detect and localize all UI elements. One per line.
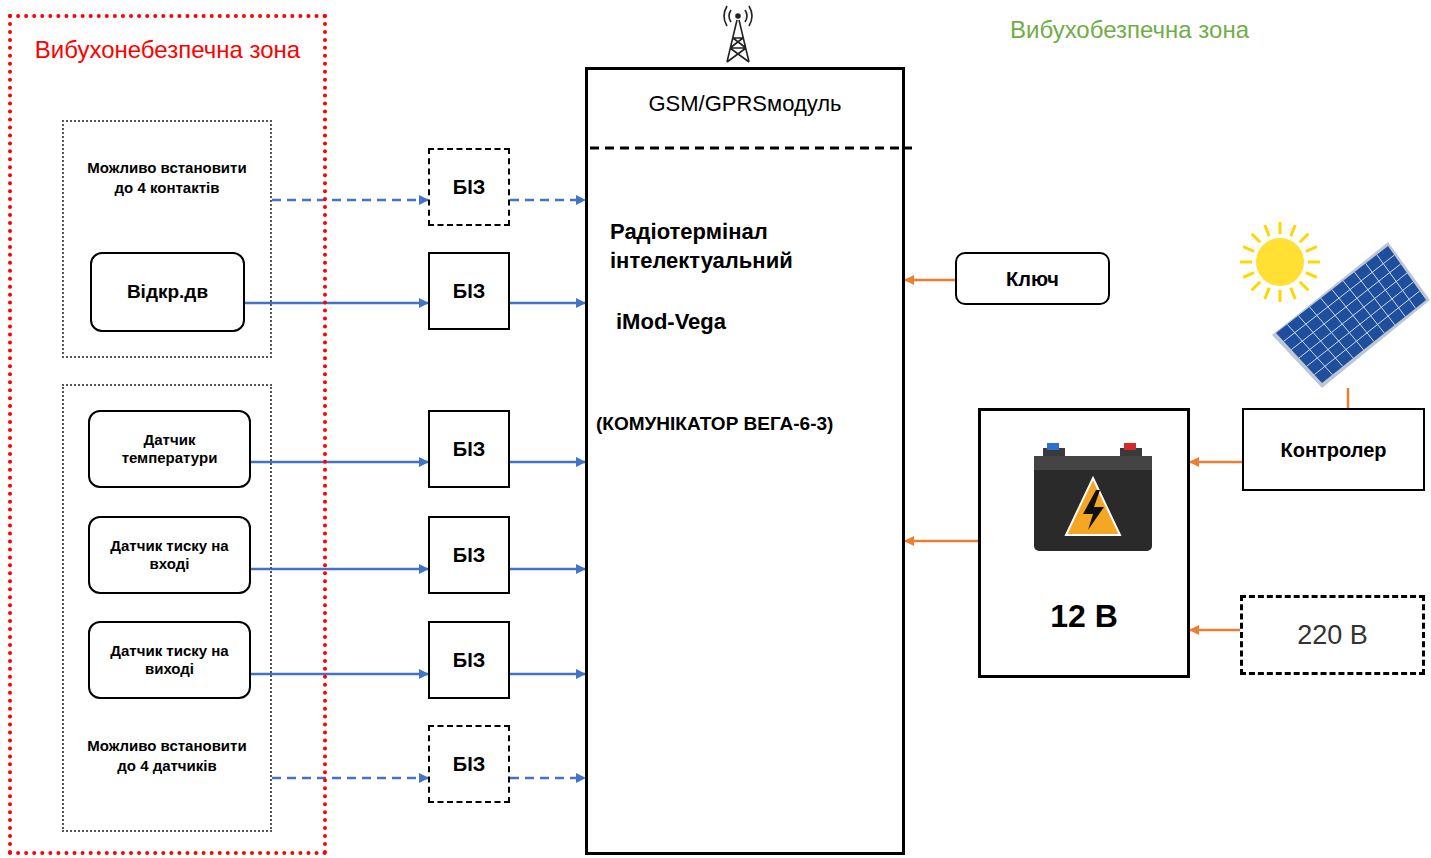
node-text: (КОМУНІКАТОР ВЕГА-6-3) — [596, 412, 900, 437]
node-text: iMod-Vega — [616, 308, 876, 337]
node-text: Можливо встановити до 4 датчиків — [79, 736, 255, 775]
sun-icon — [1240, 222, 1320, 302]
sensor-box: Датчик температури — [88, 410, 251, 488]
radio-terminal: GSM/GPRSмодульРадіотермінал інтелектуаль… — [585, 67, 905, 855]
node-text: БІЗ — [453, 437, 485, 461]
signal-arrow — [510, 673, 585, 676]
signal-arrow — [1190, 629, 1240, 632]
node-text: Відкр.дв — [127, 281, 208, 304]
signal-arrow — [1190, 461, 1242, 464]
signal-arrow — [272, 199, 428, 202]
contact-group: Можливо встановити до 4 контактівВідкр.д… — [62, 120, 272, 358]
node-text: Вибухонебезпечна зона — [12, 34, 323, 65]
node-text: БІЗ — [453, 648, 485, 672]
sensor-box: Датчик тиску на вході — [88, 516, 251, 594]
node-text: БІЗ — [453, 752, 485, 776]
key-box: Ключ — [955, 252, 1110, 305]
controller-box: Контролер — [1242, 408, 1425, 491]
barrier-box: БІЗ — [428, 410, 510, 488]
node-text: Ключ — [1006, 267, 1059, 291]
node-text: Радіотермінал інтелектуальний — [610, 218, 870, 275]
node-text: 220 В — [1297, 619, 1368, 651]
barrier-box: БІЗ — [428, 252, 510, 330]
signal-arrow — [251, 461, 428, 464]
antenna-icon — [724, 6, 752, 62]
node-text: 12 В — [981, 596, 1187, 638]
node-text: БІЗ — [453, 279, 485, 303]
node-text: Контролер — [1280, 438, 1386, 462]
mains-box: 220 В — [1240, 595, 1425, 675]
door-sensor-box: Відкр.дв — [90, 252, 245, 332]
barrier-box: БІЗ — [428, 621, 510, 699]
signal-arrow — [251, 568, 428, 571]
signal-arrow — [251, 673, 428, 676]
signal-arrow — [510, 461, 585, 464]
signal-arrow — [905, 279, 955, 282]
node-text: GSM/GPRSмодуль — [588, 90, 902, 119]
signal-arrow — [510, 568, 585, 571]
sensor-box: Датчик тиску на виході — [88, 621, 251, 699]
node-text: Можливо встановити до 4 контактів — [79, 158, 255, 197]
barrier-box: БІЗ — [428, 148, 510, 226]
signal-arrow — [510, 302, 585, 305]
zone-label: Вибухобезпечна зона — [1010, 16, 1249, 44]
barrier-box: БІЗ — [428, 516, 510, 594]
signal-arrow — [245, 302, 428, 305]
battery-icon — [1034, 443, 1152, 551]
sensor-group: Можливо встановити до 4 датчиків Датчик т… — [62, 384, 272, 832]
battery-box: 12 В — [978, 408, 1190, 678]
node-text: Датчик тиску на виході — [96, 642, 243, 678]
node-text: БІЗ — [453, 175, 485, 199]
node-text: Датчик температури — [96, 431, 243, 467]
node-text: Датчик тиску на вході — [96, 537, 243, 573]
divider-line — [590, 147, 912, 150]
signal-arrow — [510, 199, 585, 202]
hazard-zone: Вибухонебезпечна зонаМожливо встановити … — [8, 14, 327, 855]
node-text: БІЗ — [453, 543, 485, 567]
signal-arrow — [905, 540, 978, 543]
solar-panel — [1272, 242, 1430, 408]
signal-arrow — [272, 777, 428, 780]
barrier-box: БІЗ — [428, 725, 510, 803]
signal-arrow — [510, 777, 585, 780]
